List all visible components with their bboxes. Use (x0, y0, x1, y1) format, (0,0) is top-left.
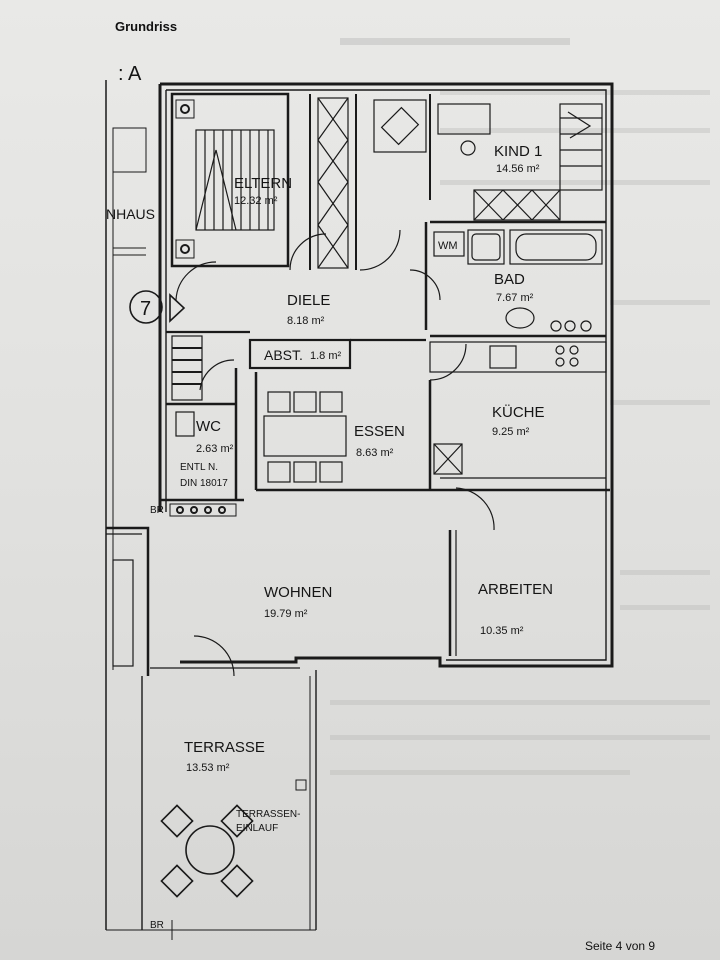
abstellraum-walls (166, 330, 426, 370)
eltern-room-walls (170, 92, 290, 268)
kitchen-counter (429, 341, 607, 479)
wardrobe (309, 94, 357, 270)
essen-area: 8.63 m² (356, 447, 394, 459)
entl-note-1: ENTL N. (180, 462, 218, 473)
abst-area: 1.8 m² (310, 350, 342, 362)
door-swings (175, 229, 495, 677)
terrassen-note-2: EINLAUF (236, 823, 278, 834)
double-bed (195, 129, 275, 231)
wc-room (160, 335, 244, 517)
diele-area: 8.18 m² (287, 315, 325, 327)
br-bottom-label: BR (150, 920, 164, 931)
abst-label: ABST. (264, 347, 303, 363)
kind1-area: 14.56 m² (496, 163, 540, 175)
terrasse-area: 13.53 m² (186, 762, 230, 774)
eltern-label: ELTERN (234, 175, 292, 192)
neighbour-building (105, 80, 147, 930)
edge-label-top: : A (118, 63, 142, 85)
bad-area: 7.67 m² (496, 292, 534, 304)
kueche-area: 9.25 m² (492, 426, 530, 438)
terrassen-note-1: TERRASSEN- (236, 809, 300, 820)
wc-area: 2.63 m² (196, 443, 234, 455)
wohnen-area: 19.79 m² (264, 608, 308, 620)
bathroom-fixtures (424, 222, 606, 338)
entl-note-2: DIN 18017 (180, 478, 228, 489)
wc-label: WC (196, 418, 221, 435)
page-footer: Seite 4 von 9 (585, 939, 656, 953)
br-label: BR (150, 505, 164, 516)
entrance-number: 7 (140, 298, 151, 320)
entrance-marker (129, 290, 186, 324)
eltern-area: 12.32 m² (234, 195, 278, 207)
wohnen-label: WOHNEN (264, 584, 332, 601)
arbeiten-walls (150, 530, 457, 669)
outer-wall (106, 82, 614, 676)
wm-label: WM (438, 240, 458, 252)
page-heading: Grundriss (115, 19, 178, 34)
kind1-room-furniture (373, 94, 606, 224)
dining-table (254, 372, 610, 492)
kind1-label: KIND 1 (494, 143, 542, 160)
terrasse-label: TERRASSE (184, 739, 265, 756)
terrace-table-set (160, 804, 254, 898)
kueche-label: KÜCHE (492, 403, 545, 421)
arbeiten-area: 10.35 m² (480, 625, 524, 637)
diele-label: DIELE (287, 292, 330, 309)
terrace-outline (106, 670, 317, 940)
bad-label: BAD (494, 271, 525, 288)
arbeiten-label: ARBEITEN (478, 581, 553, 598)
edge-label-mid: NHAUS (106, 206, 155, 222)
essen-label: ESSEN (354, 423, 405, 440)
